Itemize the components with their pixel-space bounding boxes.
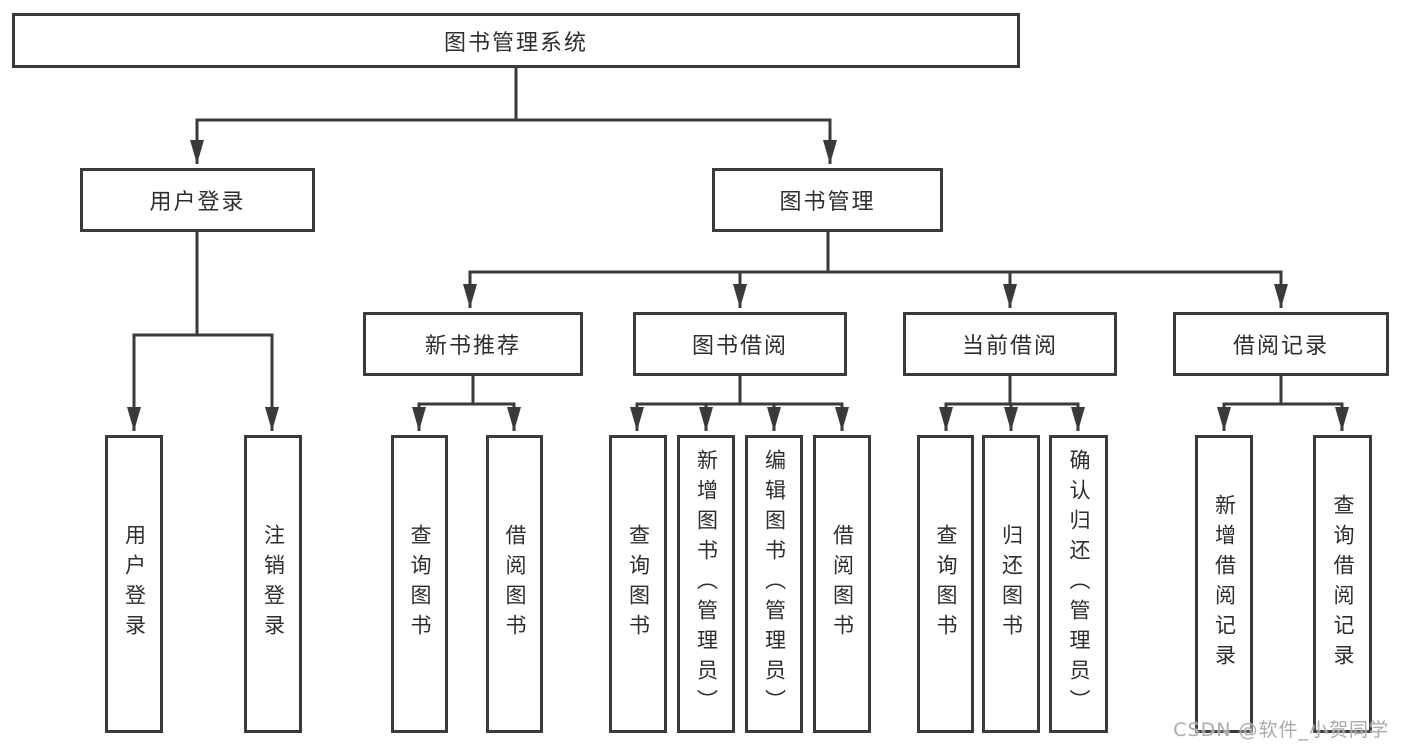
leaf-borrow-books-recommend: 借阅图书	[486, 435, 543, 733]
node-current-borrow-label: 当前借阅	[961, 334, 1058, 359]
node-borrow-records-label: 借阅记录	[1232, 334, 1329, 359]
leaf-return-books-label: 归还图书	[999, 524, 1024, 644]
leaf-query-books-current-label: 查询图书	[934, 524, 958, 644]
leaf-user-login: 用户登录	[105, 435, 163, 733]
node-user-login-label: 用户登录	[149, 190, 246, 215]
node-book-borrow-label: 图书借阅	[691, 334, 788, 359]
leaf-query-books-recommend-label: 查询图书	[408, 524, 432, 644]
node-user-login: 用户登录	[80, 168, 315, 232]
leaf-edit-books-admin-label: 编辑图书（管理员）	[762, 449, 787, 719]
leaf-logout: 注销登录	[244, 435, 302, 733]
leaf-add-books-admin: 新增图书（管理员）	[677, 435, 735, 733]
leaf-confirm-return-admin: 确认归还（管理员）	[1049, 435, 1108, 733]
node-new-book-recommend: 新书推荐	[363, 312, 583, 376]
leaf-query-books-current: 查询图书	[917, 435, 974, 733]
node-book-management-label: 图书管理	[779, 190, 876, 215]
node-book-management: 图书管理	[712, 168, 943, 232]
leaf-return-books: 归还图书	[982, 435, 1040, 733]
leaf-query-books-recommend: 查询图书	[391, 435, 448, 733]
leaf-add-books-admin-label: 新增图书（管理员）	[694, 449, 719, 719]
node-book-borrow: 图书借阅	[633, 312, 847, 376]
leaf-query-books-borrow-label: 查询图书	[626, 524, 651, 644]
node-root-label: 图书管理系统	[443, 30, 588, 56]
leaf-borrow-books: 借阅图书	[813, 435, 871, 733]
node-new-book-recommend-label: 新书推荐	[424, 334, 521, 359]
leaf-borrow-books-recommend-label: 借阅图书	[503, 524, 527, 644]
leaf-query-borrow-record: 查询借阅记录	[1313, 435, 1372, 733]
leaf-add-borrow-record: 新增借阅记录	[1195, 435, 1253, 733]
leaf-add-borrow-record-label: 新增借阅记录	[1212, 494, 1237, 674]
leaf-logout-label: 注销登录	[261, 524, 286, 644]
node-current-borrow: 当前借阅	[903, 312, 1117, 376]
leaf-edit-books-admin: 编辑图书（管理员）	[745, 435, 803, 733]
node-borrow-records: 借阅记录	[1173, 312, 1389, 376]
leaf-confirm-return-admin-label: 确认归还（管理员）	[1067, 449, 1091, 719]
leaf-query-borrow-record-label: 查询借阅记录	[1331, 494, 1355, 674]
leaf-borrow-books-label: 借阅图书	[830, 524, 855, 644]
leaf-query-books-borrow: 查询图书	[609, 435, 667, 733]
csdn-watermark: CSDN @软件_小贺同学	[1173, 719, 1389, 741]
leaf-user-login-label: 用户登录	[122, 524, 147, 644]
node-root: 图书管理系统	[12, 13, 1020, 68]
